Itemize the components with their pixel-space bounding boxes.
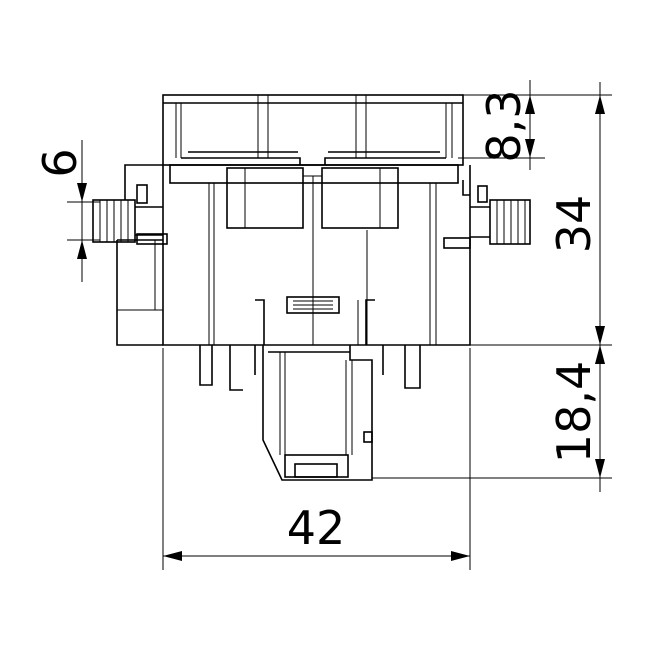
cap-dimension-label: 8,3	[477, 89, 531, 162]
right-nub	[470, 199, 531, 245]
left-flange	[116, 164, 168, 346]
pins	[199, 345, 421, 391]
pin-arrow-bottom	[595, 459, 605, 478]
top-cap	[162, 94, 464, 166]
center-latch	[255, 296, 375, 345]
component-outline	[92, 94, 531, 481]
height-arrow-bottom	[595, 326, 605, 345]
nub-arrow-bottom	[77, 240, 87, 259]
inner-chambers	[226, 167, 399, 230]
width-dimension-label: 42	[287, 501, 346, 555]
height-arrow-top	[595, 95, 605, 114]
width-arrow-left	[163, 551, 182, 561]
left-nub	[92, 199, 163, 243]
right-flange	[443, 180, 488, 249]
nub-arrow-top	[77, 183, 87, 202]
bottom-connector	[262, 345, 373, 481]
width-arrow-right	[451, 551, 470, 561]
pin-dimension-label: 18,4	[547, 361, 601, 463]
nub-dimension-label: 6	[33, 148, 87, 177]
height-dimension-label: 34	[547, 195, 601, 254]
cap-arrow-top	[525, 95, 535, 114]
pin-arrow-top	[595, 345, 605, 364]
dimension-lines	[67, 80, 612, 570]
main-body	[162, 164, 471, 346]
cap-arrow-bottom	[525, 139, 535, 158]
